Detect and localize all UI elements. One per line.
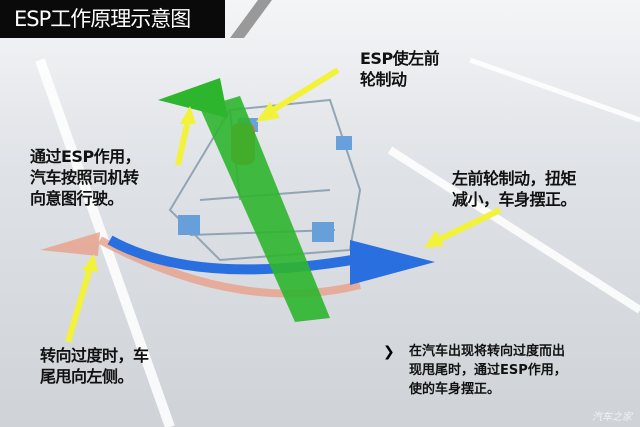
caption-line: 汽车按照司机转 <box>30 168 139 187</box>
note-line: 现甩尾时，通过ESP作用， <box>409 363 567 378</box>
blue-arrowhead <box>350 240 435 285</box>
caption-esp-brake: ESP使左前 轮制动 <box>360 48 440 90</box>
green-arrowhead <box>158 78 228 118</box>
title-stripe <box>230 0 272 38</box>
caption-line: 向意图行驶。 <box>30 189 124 208</box>
note-line: 使的车身摆正。 <box>409 382 501 397</box>
note-line: 在汽车出现将转向过度而出 <box>409 344 566 359</box>
green-direction-arrow <box>200 96 330 322</box>
caption-line: ESP使左前 <box>360 49 440 68</box>
caption-oversteer: 转向过度时，车 尾甩向左侧。 <box>40 345 149 387</box>
red-arrowhead <box>40 232 100 256</box>
caption-line: 通过ESP作用， <box>30 147 141 166</box>
caption-line: 左前轮制动，扭矩 <box>452 169 577 188</box>
yellow-pointers <box>65 67 502 343</box>
chevron-right-icon: ❯ <box>383 344 395 360</box>
caption-line: 转向过度时，车 <box>40 346 149 365</box>
caption-line: 尾甩向左侧。 <box>40 367 134 386</box>
caption-front-left-brake: 左前轮制动，扭矩 减小，车身摆正。 <box>452 168 577 210</box>
red-trajectory-arrow <box>98 236 361 298</box>
watermark-logo: 汽车之家 <box>592 412 632 423</box>
caption-driver-intent: 通过ESP作用， 汽车按照司机转 向意图行驶。 <box>30 146 141 209</box>
caption-line: 减小，车身摆正。 <box>452 190 577 209</box>
summary-note: 在汽车出现将转向过度而出 现甩尾时，通过ESP作用， 使的车身摆正。 <box>383 342 623 399</box>
caption-line: 轮制动 <box>360 70 407 89</box>
page-title: ESP工作原理示意图 <box>0 0 225 38</box>
blue-rotation-arrow <box>107 235 381 275</box>
